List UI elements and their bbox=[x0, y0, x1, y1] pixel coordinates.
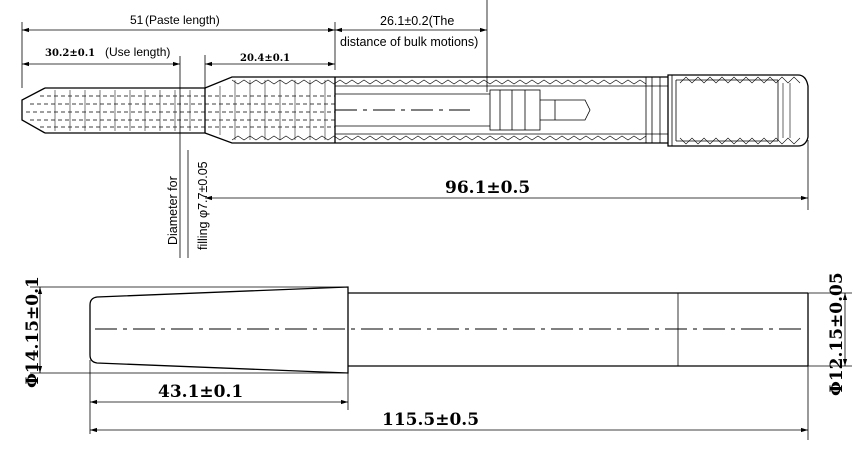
segment-value: 20.4±0.1 bbox=[240, 53, 290, 64]
bottom-overall-dimension: 115.5±0.5 bbox=[90, 366, 809, 440]
paste-length-caption: (Paste length) bbox=[145, 13, 220, 27]
stick-body-outline bbox=[21, 74, 809, 147]
bulk-motion-line2: distance of bulk motions) bbox=[340, 35, 478, 49]
top-overall-dimension: 96.1±0.5 bbox=[205, 140, 809, 210]
use-length-value: 30.2±0.1 bbox=[45, 48, 95, 59]
closed-stick-outline bbox=[89, 286, 809, 374]
top-view: 51 (Paste length) 26.1±0.2(The distance … bbox=[21, 0, 809, 258]
barrel-knurl-pattern bbox=[231, 76, 801, 145]
left-diameter-value: Φ14.15±0.1 bbox=[23, 276, 43, 388]
bottom-view: Φ14.15±0.1 Φ12.15±0.05 43.1±0.1 115.5±0.… bbox=[23, 272, 852, 440]
right-diameter-value: Φ12.15±0.05 bbox=[827, 272, 847, 396]
bottom-overall-value: 115.5±0.5 bbox=[382, 410, 479, 430]
segment-dimension: 20.4±0.1 bbox=[204, 53, 335, 90]
use-length-dimension: 30.2±0.1 (Use length) bbox=[22, 45, 181, 258]
cap-length-value: 43.1±0.1 bbox=[158, 382, 243, 402]
filling-diameter-label: Diameter for filling φ7.7±0.05 bbox=[166, 150, 210, 258]
left-diameter-dimension: Φ14.15±0.1 bbox=[23, 276, 348, 388]
cap-length-dimension: 43.1±0.1 bbox=[89, 360, 349, 434]
use-length-caption: (Use length) bbox=[105, 45, 170, 59]
paste-length-value: 51 bbox=[130, 13, 144, 27]
paste-length-dimension: 51 (Paste length) bbox=[21, 13, 336, 88]
paste-grid-pattern bbox=[26, 80, 335, 140]
right-diameter-dimension: Φ12.15±0.05 bbox=[808, 272, 852, 396]
filling-diameter-line2: filling φ7.7±0.05 bbox=[196, 161, 210, 250]
bulk-motion-line1: 26.1±0.2(The bbox=[380, 14, 454, 28]
top-overall-value: 96.1±0.5 bbox=[445, 178, 530, 198]
bulk-motion-dimension: 26.1±0.2(The distance of bulk motions) bbox=[335, 0, 488, 92]
filling-diameter-line1: Diameter for bbox=[166, 176, 180, 245]
